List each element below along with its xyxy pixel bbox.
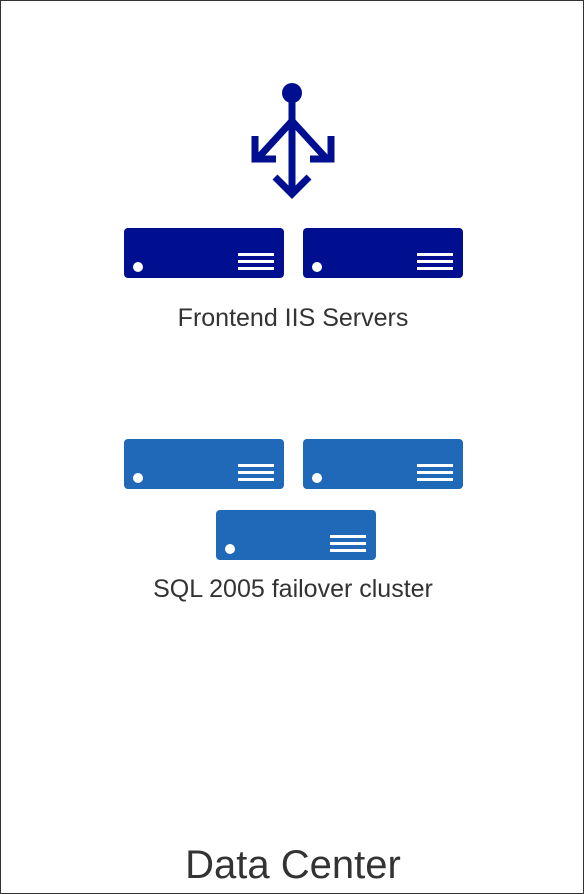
sql-server-3	[216, 510, 376, 560]
sql-server-2	[303, 439, 463, 489]
sql-server-1	[124, 439, 284, 489]
frontend-label: Frontend IIS Servers	[177, 304, 409, 332]
load-balancer-icon	[251, 83, 335, 199]
frontend-server-1	[124, 228, 284, 278]
data-center-title: Data Center	[185, 843, 401, 887]
sql-cluster-label: SQL 2005 failover cluster	[153, 575, 433, 603]
frontend-server-2	[303, 228, 463, 278]
server-icon	[303, 439, 463, 489]
server-icon	[124, 439, 284, 489]
server-icon	[216, 510, 376, 560]
server-icon	[124, 228, 284, 278]
server-icon	[303, 228, 463, 278]
